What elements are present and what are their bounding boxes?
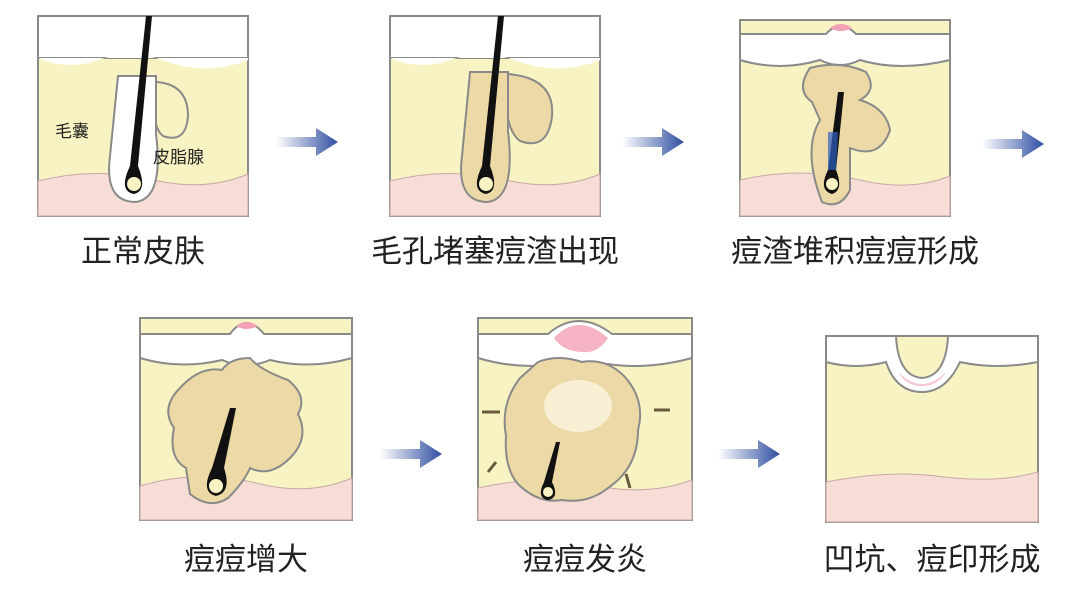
caption-step-5: 痘痘发炎	[523, 542, 647, 578]
panel-normal-skin	[37, 15, 249, 217]
panel-acne-inflamed	[477, 317, 693, 521]
caption-step-1: 正常皮肤	[81, 234, 205, 270]
panel-acne-forming	[739, 19, 951, 217]
panel-pore-clogged	[389, 15, 601, 217]
arrow-right-icon	[380, 440, 442, 468]
caption-step-6: 凹坑、痘印形成	[823, 542, 1041, 578]
arrow-right-icon	[718, 440, 780, 468]
caption-step-3: 痘渣堆积痘痘形成	[731, 234, 979, 270]
arrow-right-icon	[622, 128, 684, 156]
label-sebaceous-gland: 皮脂腺	[153, 148, 204, 168]
caption-step-4: 痘痘增大	[184, 542, 308, 578]
panel-acne-grows	[139, 317, 353, 521]
arrow-right-icon	[982, 130, 1044, 158]
arrow-right-icon	[276, 128, 338, 156]
caption-step-2: 毛孔堵塞痘渣出现	[371, 234, 619, 270]
label-follicle: 毛囊	[55, 122, 89, 142]
panel-pit-scar	[825, 335, 1039, 523]
hair-shaft	[124, 16, 152, 194]
